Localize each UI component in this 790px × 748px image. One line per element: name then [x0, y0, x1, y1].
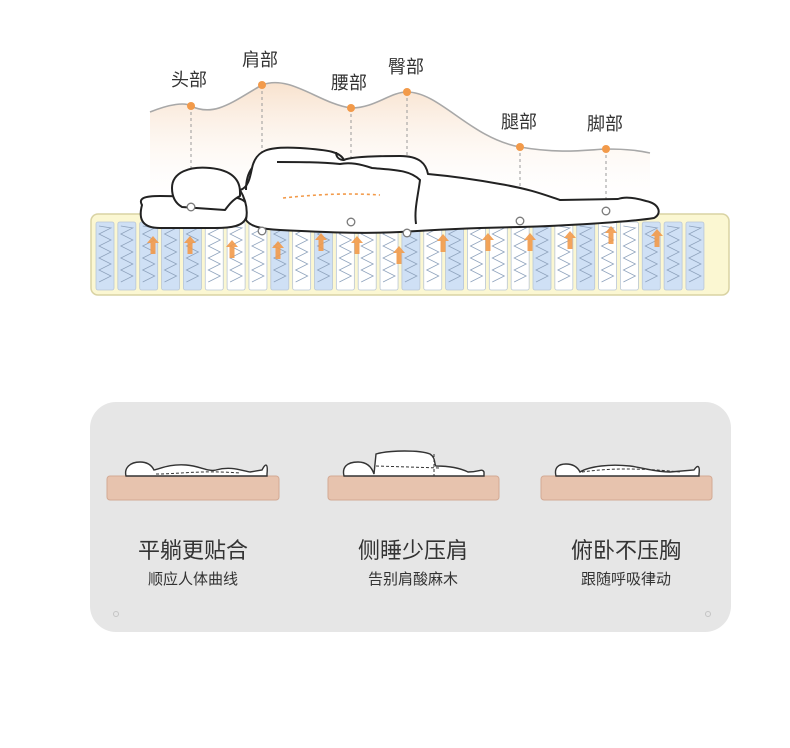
feature-title-prone: 俯卧不压胸	[570, 539, 681, 564]
feature-title-supine: 平躺更贴合	[137, 539, 248, 564]
spring-coil-wire	[513, 225, 528, 283]
contact-point-hip	[402, 228, 412, 238]
spring-coil	[204, 221, 224, 291]
support-arrow	[226, 240, 238, 258]
support-arrows	[147, 226, 663, 264]
spring-coil	[445, 221, 465, 291]
torso-legs	[239, 146, 660, 234]
support-arrow	[184, 236, 196, 254]
pressure-curve	[149, 81, 651, 154]
support-arrow	[564, 231, 576, 249]
label-head: 头部	[171, 70, 207, 91]
spring-coil-wire	[163, 225, 178, 283]
support-arrow	[482, 233, 494, 251]
spring-coil	[139, 221, 159, 291]
contact-point-head	[186, 202, 196, 212]
spring-coil	[488, 221, 508, 291]
spring-coil-wire	[688, 225, 703, 283]
spring-coil	[663, 221, 683, 291]
support-arrow	[351, 236, 363, 254]
spring-coil-wire	[578, 225, 593, 283]
spring-coil-wire	[535, 225, 550, 283]
pressure-diagram-svg	[90, 81, 730, 296]
contact-point-leg	[515, 216, 525, 226]
spring-coil-wire	[556, 225, 572, 283]
spring-coil-wire	[207, 225, 222, 283]
spring-coil	[576, 221, 596, 291]
spring-coil-wire	[294, 225, 309, 283]
spring-coil-wire	[491, 225, 506, 283]
label-leg: 腿部	[501, 112, 537, 133]
spring-coil-wire	[272, 225, 288, 283]
marker-hip	[403, 88, 411, 96]
illustration-supine	[106, 461, 280, 501]
feature-subtitle-supine: 顺应人体曲线	[147, 570, 238, 588]
marker-foot	[602, 145, 610, 153]
spring-coil-wire	[185, 225, 200, 283]
label-foot: 脚部	[587, 114, 623, 135]
feature-subtitle-side: 告别肩酸麻木	[367, 570, 458, 588]
spring-coil-wire	[600, 225, 615, 283]
spring-coil-wire	[425, 225, 441, 283]
contact-point-waist	[346, 217, 356, 227]
spring-coil-wire	[251, 225, 266, 283]
panel-illustrations	[106, 450, 713, 617]
arm	[276, 161, 421, 225]
body-outline	[139, 146, 660, 234]
spring-coil-wire	[447, 225, 462, 283]
contact-points	[186, 202, 611, 238]
curve-markers	[187, 81, 610, 153]
label-shoulder: 肩部	[242, 50, 278, 71]
spring-coil	[620, 221, 639, 291]
label-waist: 腰部	[331, 73, 367, 94]
feature-subtitle-prone: 跟随呼吸律动	[580, 570, 671, 588]
decor-mark-left	[113, 611, 119, 617]
sleep-position-panel: 平躺更贴合 顺应人体曲线 侧睡少压肩 告别肩酸麻木 俯卧不压胸 跟随呼吸律动	[90, 402, 731, 632]
spring-coil	[117, 221, 137, 291]
marker-leg	[516, 143, 524, 151]
spring-coil-wire	[622, 225, 637, 283]
spring-row	[95, 221, 705, 291]
support-arrow	[605, 226, 617, 244]
pressure-diagram: 头部 肩部 腰部 臀部 腿部 脚部	[0, 0, 790, 320]
spring-coil	[161, 221, 180, 291]
support-arrow	[393, 246, 405, 264]
spring-coil	[95, 221, 115, 291]
spring-coil	[182, 221, 202, 291]
support-arrow	[272, 241, 284, 259]
spring-coil	[510, 221, 530, 291]
support-arrow	[315, 233, 327, 251]
illustration-side	[327, 450, 500, 501]
spring-coil-wire	[666, 225, 681, 283]
support-arrow	[437, 234, 449, 252]
spring-coil-wire	[98, 225, 113, 283]
support-arrow	[147, 236, 159, 254]
feature-title-side: 侧睡少压肩	[357, 539, 468, 564]
spring-coil-wire	[469, 225, 484, 283]
support-arrow	[651, 229, 663, 247]
label-hip: 臀部	[388, 57, 424, 78]
spring-coil	[685, 221, 705, 291]
spring-coil-wire	[119, 225, 135, 283]
spring-coil	[467, 221, 486, 291]
spring-coil	[532, 221, 552, 291]
contact-point-shoulder	[257, 226, 267, 236]
illustration-prone	[540, 463, 713, 501]
spring-coil	[423, 221, 443, 291]
marker-waist	[347, 104, 355, 112]
decor-mark-right	[705, 611, 711, 617]
marker-shoulder	[258, 81, 266, 89]
support-arrow	[524, 233, 536, 251]
marker-head	[187, 102, 195, 110]
head	[171, 166, 241, 211]
spring-coil-wire	[644, 225, 659, 283]
contact-point-foot	[601, 206, 611, 216]
spring-coil-wire	[229, 225, 244, 283]
